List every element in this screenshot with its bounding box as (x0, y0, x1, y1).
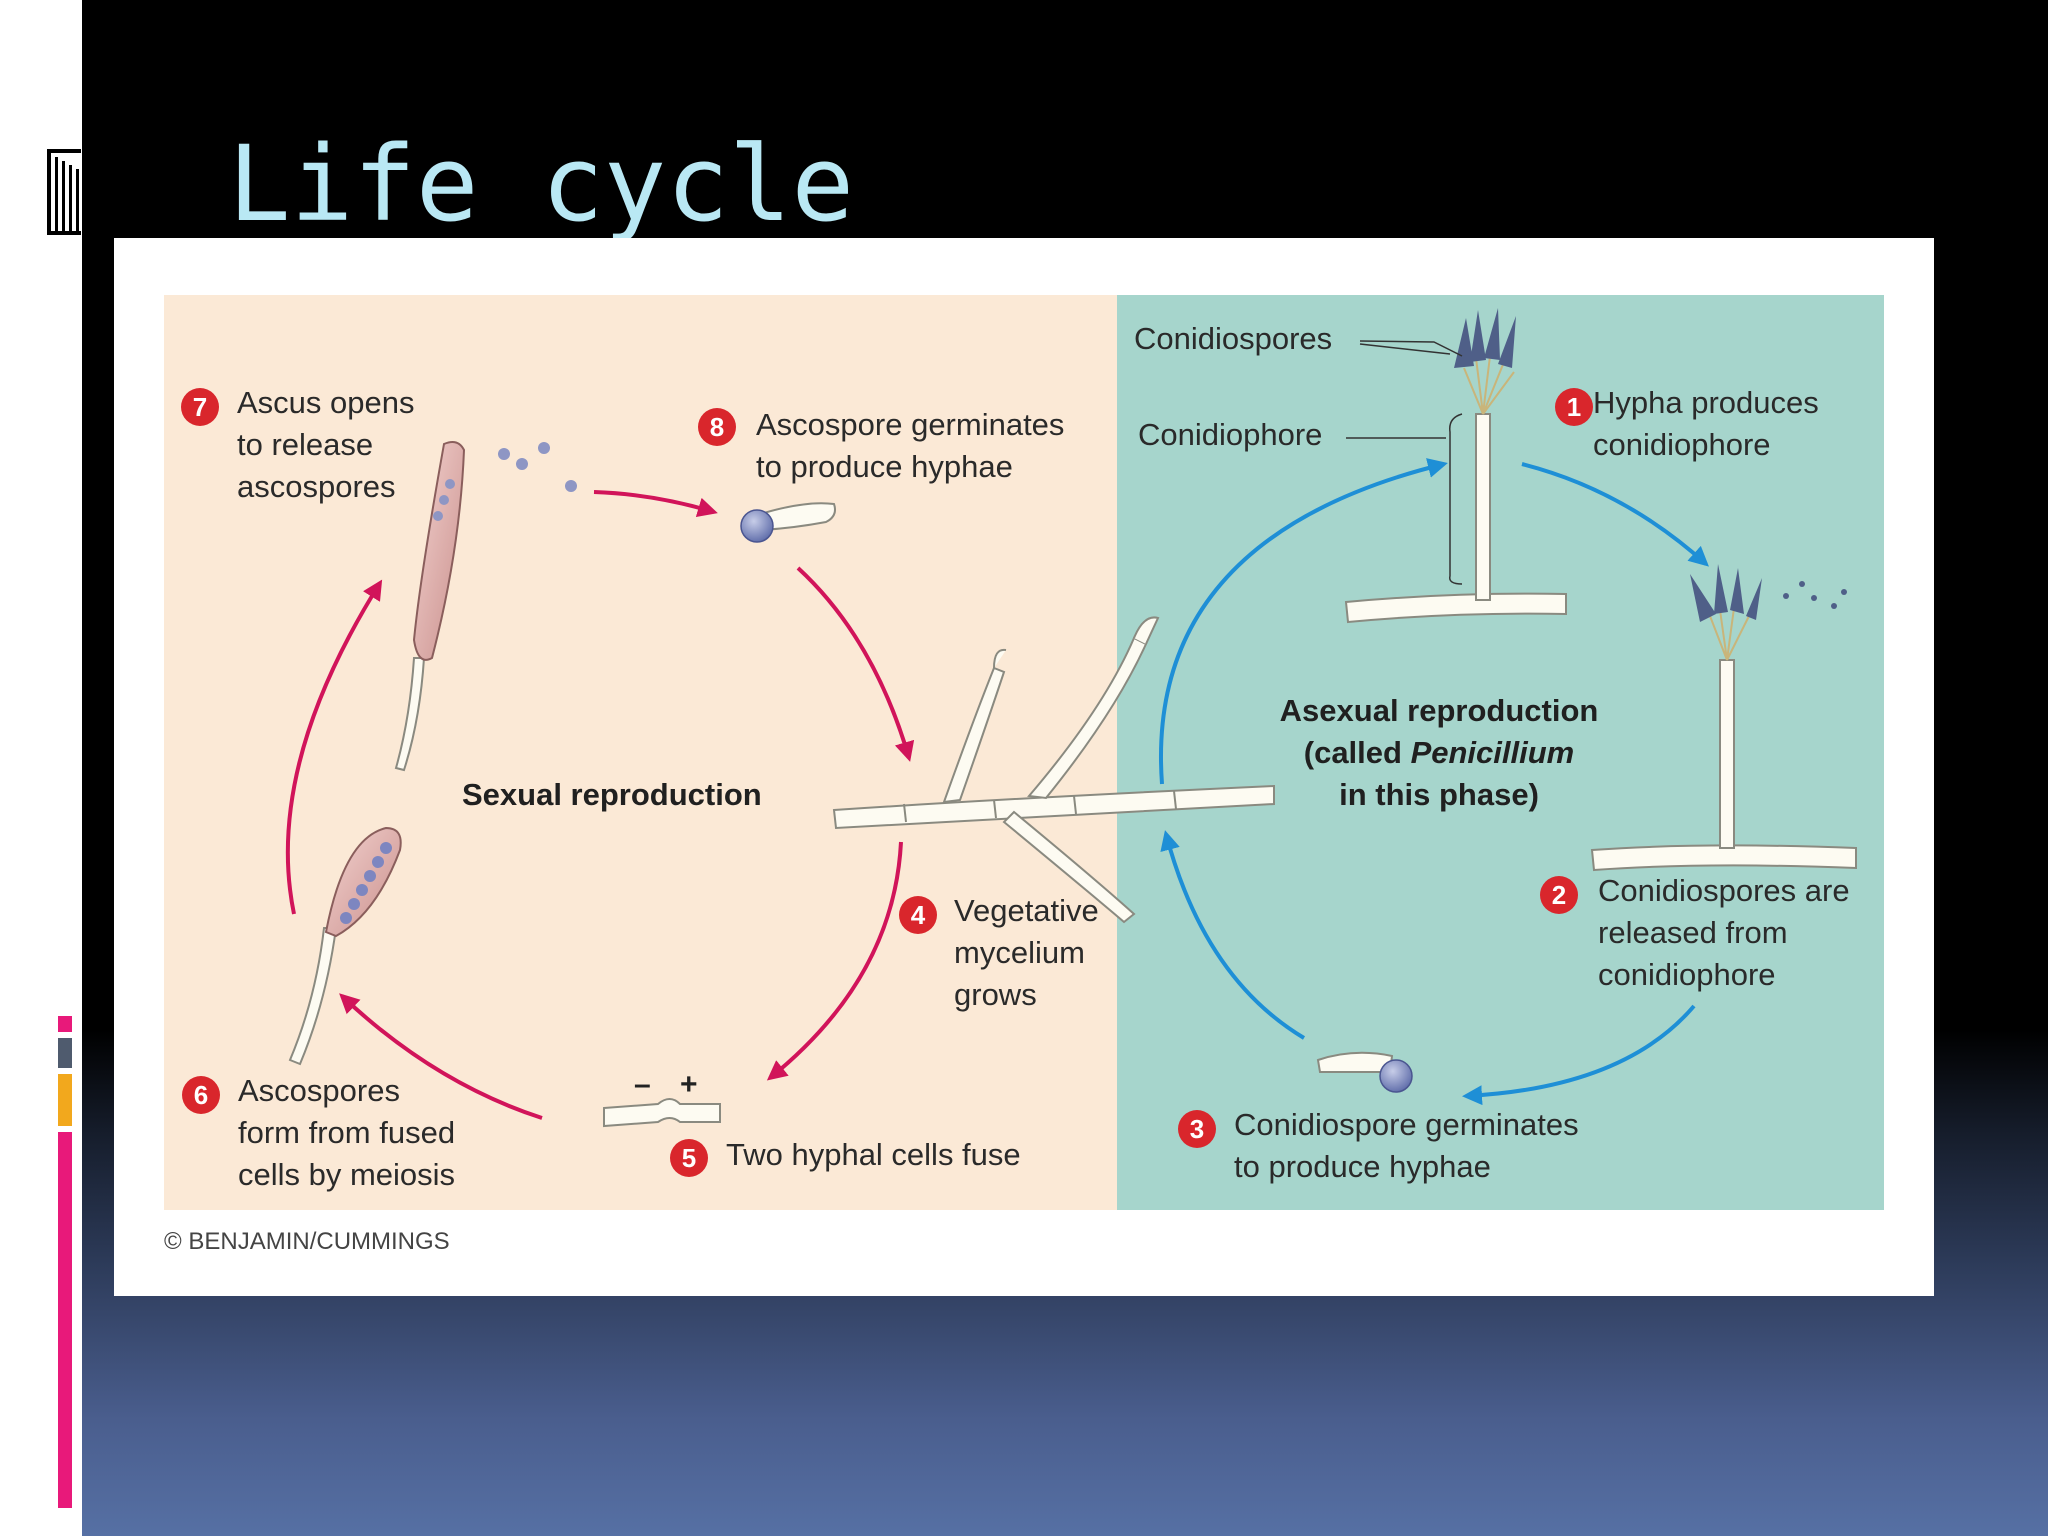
step-5-label: Two hyphal cells fuse (726, 1134, 1021, 1176)
step-4-badge: 4 (899, 896, 937, 934)
asexual-title-line1: Asexual reproduction (1279, 693, 1599, 728)
asexual-phase-title: Asexual reproduction (called Penicillium… (1274, 690, 1604, 816)
life-cycle-diagram: – + (164, 295, 1884, 1210)
step-6-line3: cells by meiosis (238, 1157, 456, 1192)
fusing-hyphal-cells (603, 1098, 721, 1128)
slide-title: Life cycle (228, 123, 855, 245)
conidiophore-structure (1344, 308, 1567, 624)
conidiophore-releasing-spores (1590, 564, 1857, 872)
ascus-with-ascospores (288, 826, 402, 1066)
step-1-line1: Hypha produces (1593, 385, 1819, 420)
step-4-line3: grows (954, 977, 1037, 1012)
step-4-label: Vegetative mycelium grows (954, 890, 1099, 1016)
asexual-cycle-arrows (1159, 458, 1709, 1106)
step-6-line1: Ascospores (238, 1073, 400, 1108)
label-leader-lines (1346, 340, 1463, 585)
step-6-line2: form from fused (238, 1115, 456, 1150)
step-2-line3: conidiophore (1598, 957, 1776, 992)
step-7-badge: 7 (181, 388, 219, 426)
asexual-title-line3: in this phase) (1339, 777, 1539, 812)
sexual-cycle-arrows (285, 490, 915, 1120)
step-3-badge: 3 (1178, 1110, 1216, 1148)
step-1-line2: conidiophore (1593, 427, 1771, 462)
label-conidiophore: Conidiophore (1138, 417, 1323, 452)
step-5-badge: 5 (670, 1139, 708, 1177)
step-2-line1: Conidiospores are (1598, 873, 1850, 908)
sexual-phase-title: Sexual reproduction (462, 777, 762, 812)
step-6-badge: 6 (182, 1076, 220, 1114)
step-8-line1: Ascospore germinates (756, 407, 1065, 442)
step-7-line2: to release (237, 427, 374, 462)
germinating-conidiospore (1316, 1051, 1413, 1093)
accent-bar-orange (58, 1074, 72, 1126)
step-6-label: Ascospores form from fused cells by meio… (238, 1070, 455, 1196)
step-7-label: Ascus opens to release ascospores (237, 382, 415, 508)
germinating-ascospore (740, 502, 836, 543)
asexual-title-line2: (called Penicillium (1274, 732, 1604, 774)
step-2-badge: 2 (1540, 876, 1578, 914)
asexual-title-prefix: (called (1303, 735, 1411, 770)
label-conidiospores: Conidiospores (1134, 321, 1333, 356)
vegetative-mycelium (832, 616, 1275, 924)
sexual-phase-panel (164, 295, 1167, 1210)
step-7-line3: ascospores (237, 469, 396, 504)
minus-mating-type: – (634, 1068, 651, 1101)
accent-bar-gray (58, 1038, 72, 1068)
step-1-label: Hypha produces conidiophore (1593, 382, 1819, 466)
life-cycle-figure: – + Conidiospore (114, 238, 1934, 1296)
copyright-credit: © BENJAMIN/CUMMINGS (164, 1228, 450, 1255)
step-7-line1: Ascus opens (237, 385, 415, 420)
step-3-line1: Conidiospore germinates (1234, 1107, 1579, 1142)
genus-name: Penicillium (1410, 735, 1575, 770)
asexual-phase-panel (1117, 295, 1884, 1210)
step-8-label: Ascospore germinates to produce hyphae (756, 404, 1064, 488)
accent-bar-pink (58, 1132, 72, 1508)
step-2-label: Conidiospores are released from conidiop… (1598, 870, 1850, 996)
step-4-line1: Vegetative (954, 893, 1099, 928)
theme-logo-icon (47, 149, 81, 235)
step-4-line2: mycelium (954, 935, 1085, 970)
step-3-label: Conidiospore germinates to produce hypha… (1234, 1104, 1579, 1188)
step-5-line1: Two hyphal cells fuse (726, 1137, 1021, 1172)
plus-mating-type: + (680, 1068, 698, 1101)
step-3-line2: to produce hyphae (1234, 1149, 1491, 1184)
step-2-line2: released from (1598, 915, 1788, 950)
step-1-badge: 1 (1555, 388, 1593, 426)
accent-bar-pink-top (58, 1016, 72, 1032)
step-8-badge: 8 (698, 408, 736, 446)
step-8-line2: to produce hyphae (756, 449, 1013, 484)
open-ascus (394, 441, 577, 772)
